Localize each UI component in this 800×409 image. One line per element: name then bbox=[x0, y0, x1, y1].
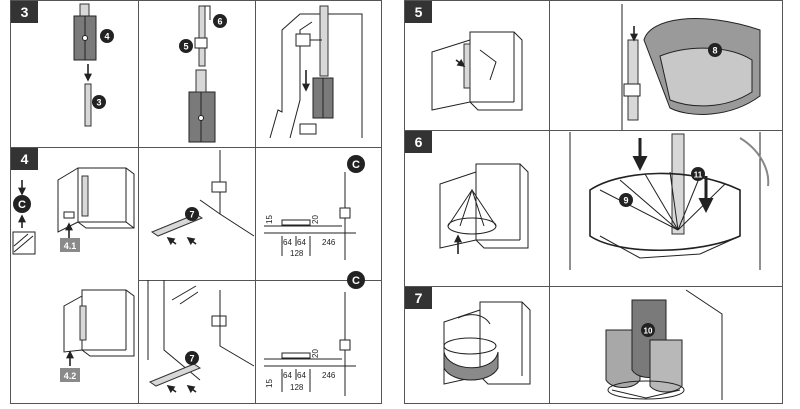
svg-text:128: 128 bbox=[290, 249, 304, 258]
step-5-number: 5 bbox=[415, 4, 423, 20]
callout-9: 9 bbox=[619, 193, 633, 207]
svg-text:64: 64 bbox=[297, 238, 306, 247]
step-6-cabinet bbox=[439, 163, 529, 254]
step-7-bins-closeup: 10 bbox=[605, 289, 723, 400]
svg-text:15: 15 bbox=[265, 215, 274, 224]
svg-text:C: C bbox=[352, 275, 360, 287]
svg-text:8: 8 bbox=[712, 46, 717, 56]
svg-text:C: C bbox=[352, 159, 360, 171]
step-3-number: 3 bbox=[21, 4, 29, 20]
callout-10: 10 bbox=[641, 323, 655, 337]
svg-text:4: 4 bbox=[104, 32, 109, 42]
step-4-dims-lower: 15 20 64 64 246 128 C bbox=[264, 271, 365, 396]
callout-8: 8 bbox=[708, 43, 722, 57]
svg-text:C: C bbox=[18, 199, 26, 211]
svg-text:7: 7 bbox=[189, 354, 194, 364]
symbol-c-c: C bbox=[347, 271, 365, 289]
step-3-badge: 3 bbox=[11, 1, 38, 23]
callout-5: 5 bbox=[179, 39, 193, 53]
step-7-cabinet bbox=[443, 301, 531, 385]
svg-text:20: 20 bbox=[311, 349, 320, 358]
step-4-dims-upper: 15 20 64 64 246 128 C bbox=[264, 155, 365, 260]
step-3-panel-b: 6 5 bbox=[179, 5, 227, 143]
svg-text:9: 9 bbox=[623, 196, 628, 206]
step-4-badge: 4 bbox=[11, 148, 38, 170]
svg-text:64: 64 bbox=[297, 371, 306, 380]
svg-text:246: 246 bbox=[322, 371, 336, 380]
step-7-badge: 7 bbox=[405, 287, 432, 309]
svg-text:4.2: 4.2 bbox=[64, 371, 77, 381]
step-4-hinge-upper: 7 bbox=[150, 150, 255, 246]
svg-text:5: 5 bbox=[183, 42, 188, 52]
callout-4: 4 bbox=[100, 29, 114, 43]
symbol-c-a: C bbox=[13, 195, 31, 213]
svg-text:15: 15 bbox=[265, 379, 274, 388]
step-3-panel-c bbox=[269, 5, 363, 139]
callout-11: 11 bbox=[691, 167, 705, 181]
svg-text:246: 246 bbox=[322, 238, 336, 247]
callout-7-upper: 7 bbox=[185, 207, 199, 221]
step-6-number: 6 bbox=[415, 134, 423, 150]
panel-grid-left bbox=[10, 0, 382, 404]
step-5-badge: 5 bbox=[405, 1, 432, 23]
svg-text:20: 20 bbox=[311, 215, 320, 224]
svg-text:64: 64 bbox=[283, 371, 292, 380]
step-7-number: 7 bbox=[415, 290, 423, 306]
svg-text:10: 10 bbox=[644, 327, 653, 336]
step-4-number: 4 bbox=[21, 151, 29, 167]
svg-text:7: 7 bbox=[189, 210, 194, 220]
step-4-hinge-lower: 7 bbox=[147, 280, 255, 394]
step-6-badge: 6 bbox=[405, 131, 432, 153]
svg-text:6: 6 bbox=[217, 17, 222, 27]
step-4-cabinet-top: 4.1 bbox=[57, 167, 135, 252]
step-4-sidebar: C bbox=[12, 180, 36, 255]
step-6-basket-closeup: 9 11 bbox=[569, 132, 770, 270]
tag-4-2 bbox=[60, 368, 80, 382]
step-5-cabinet bbox=[431, 31, 523, 111]
callout-3: 3 bbox=[92, 95, 106, 109]
step-4-cabinet-bottom: 4.2 bbox=[60, 289, 135, 382]
svg-text:11: 11 bbox=[694, 171, 703, 180]
callout-6: 6 bbox=[213, 14, 227, 28]
step-3-panel-a: 4 3 bbox=[73, 3, 114, 127]
svg-text:3: 3 bbox=[96, 98, 101, 108]
symbol-c-b: C bbox=[347, 155, 365, 173]
tag-4-1 bbox=[60, 238, 80, 252]
step-5-tray-closeup: 8 bbox=[621, 4, 761, 130]
svg-text:128: 128 bbox=[290, 383, 304, 392]
callout-7-lower: 7 bbox=[185, 351, 199, 365]
svg-text:64: 64 bbox=[283, 238, 292, 247]
panel-grid-right bbox=[404, 0, 783, 404]
svg-text:4.1: 4.1 bbox=[64, 241, 77, 251]
